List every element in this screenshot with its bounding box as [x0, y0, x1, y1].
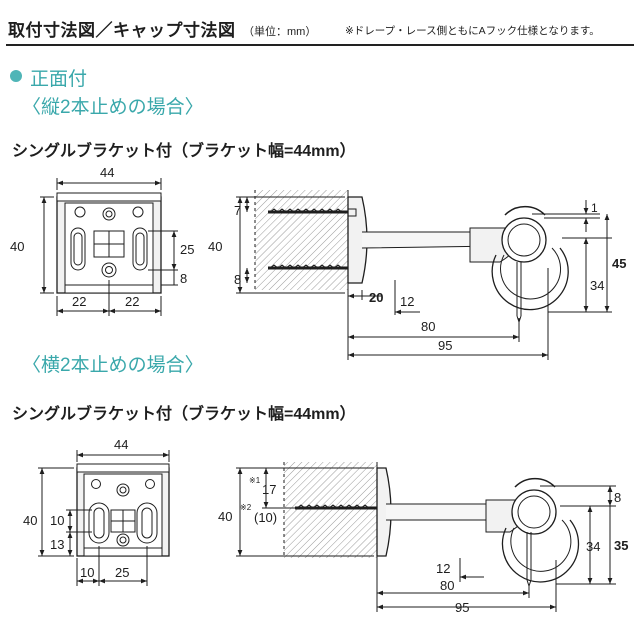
horizontal-front-view: 44 40 10 13 10 25	[23, 437, 170, 586]
dim-top: 7	[234, 203, 241, 218]
runner-ring	[501, 477, 580, 583]
dim-top: 17	[262, 482, 276, 497]
note-marker-2: ※2	[240, 503, 252, 512]
wall-hatch	[284, 462, 377, 558]
dim-left: 22	[72, 294, 86, 309]
dimension-lines	[236, 196, 612, 360]
dim-overall: 95	[455, 600, 469, 615]
dim-height: 40	[10, 239, 24, 254]
dim-pitch: 25	[115, 565, 129, 580]
dim-reach: 80	[440, 578, 454, 593]
dimension-lines	[236, 467, 616, 612]
dim-height: 40	[218, 509, 232, 524]
horizontal-subtitle: 〈横2本止めの場合〉	[22, 355, 204, 376]
header-rule	[6, 44, 634, 46]
dimension-lines	[38, 450, 170, 586]
dimension-lines	[40, 178, 178, 316]
dim-lower: 34	[590, 278, 604, 293]
dim-gap: 1	[591, 201, 598, 215]
hook-note: ※ドレープ・レース側ともにAフック仕様となります。	[345, 25, 600, 37]
horizontal-side-view: 40 ※1 17 ※2 (10) 8 35 34 12 80 95	[218, 462, 628, 615]
dim-total: 35	[614, 538, 628, 553]
dim-right: 22	[125, 294, 139, 309]
vertical-front-view: 44 40 22 22 25 8	[10, 165, 194, 316]
dim-bottom: 8	[180, 271, 187, 286]
dim-mid: 10	[50, 513, 64, 528]
dim-depth: 20	[369, 290, 383, 305]
dim-width: 44	[100, 165, 114, 180]
bracket-plate	[56, 192, 162, 294]
dim-screw-pitch: 25	[180, 242, 194, 257]
dim-left: 10	[80, 565, 94, 580]
dim-lower: 13	[50, 537, 64, 552]
vertical-bracket-label: シングルブラケット付（ブラケット幅=44mm）	[12, 143, 356, 160]
dim-top-alt: (10)	[254, 510, 277, 525]
dim-reach: 80	[421, 319, 435, 334]
screws	[268, 208, 348, 270]
horizontal-bracket-label: シングルブラケット付（ブラケット幅=44mm）	[12, 406, 356, 423]
dim-lower: 34	[586, 539, 600, 554]
dim-width: 44	[114, 437, 128, 452]
section-title: 正面付	[30, 69, 88, 90]
dim-screw: 12	[436, 561, 450, 576]
note-marker-1: ※1	[249, 476, 261, 485]
dim-gap: 8	[614, 490, 621, 505]
unit-label: （単位：mm）	[243, 26, 317, 38]
vertical-side-view: 40 7 8 1 45 34 20 12 80 95	[208, 190, 626, 360]
dim-total: 45	[612, 256, 626, 271]
dim-height: 40	[208, 239, 222, 254]
dim-overall: 95	[438, 338, 452, 353]
vertical-subtitle: 〈縦2本止めの場合〉	[22, 97, 204, 118]
page-title: 取付寸法図／キャップ寸法図	[8, 21, 236, 40]
runner-ring	[491, 205, 569, 311]
dim-screw: 12	[400, 294, 414, 309]
screws	[295, 504, 377, 510]
dim-bottom: 8	[234, 272, 241, 287]
wall-hatch	[255, 190, 348, 290]
bracket-plate	[76, 463, 170, 557]
bullet-icon	[10, 70, 22, 82]
dim-height: 40	[23, 513, 37, 528]
